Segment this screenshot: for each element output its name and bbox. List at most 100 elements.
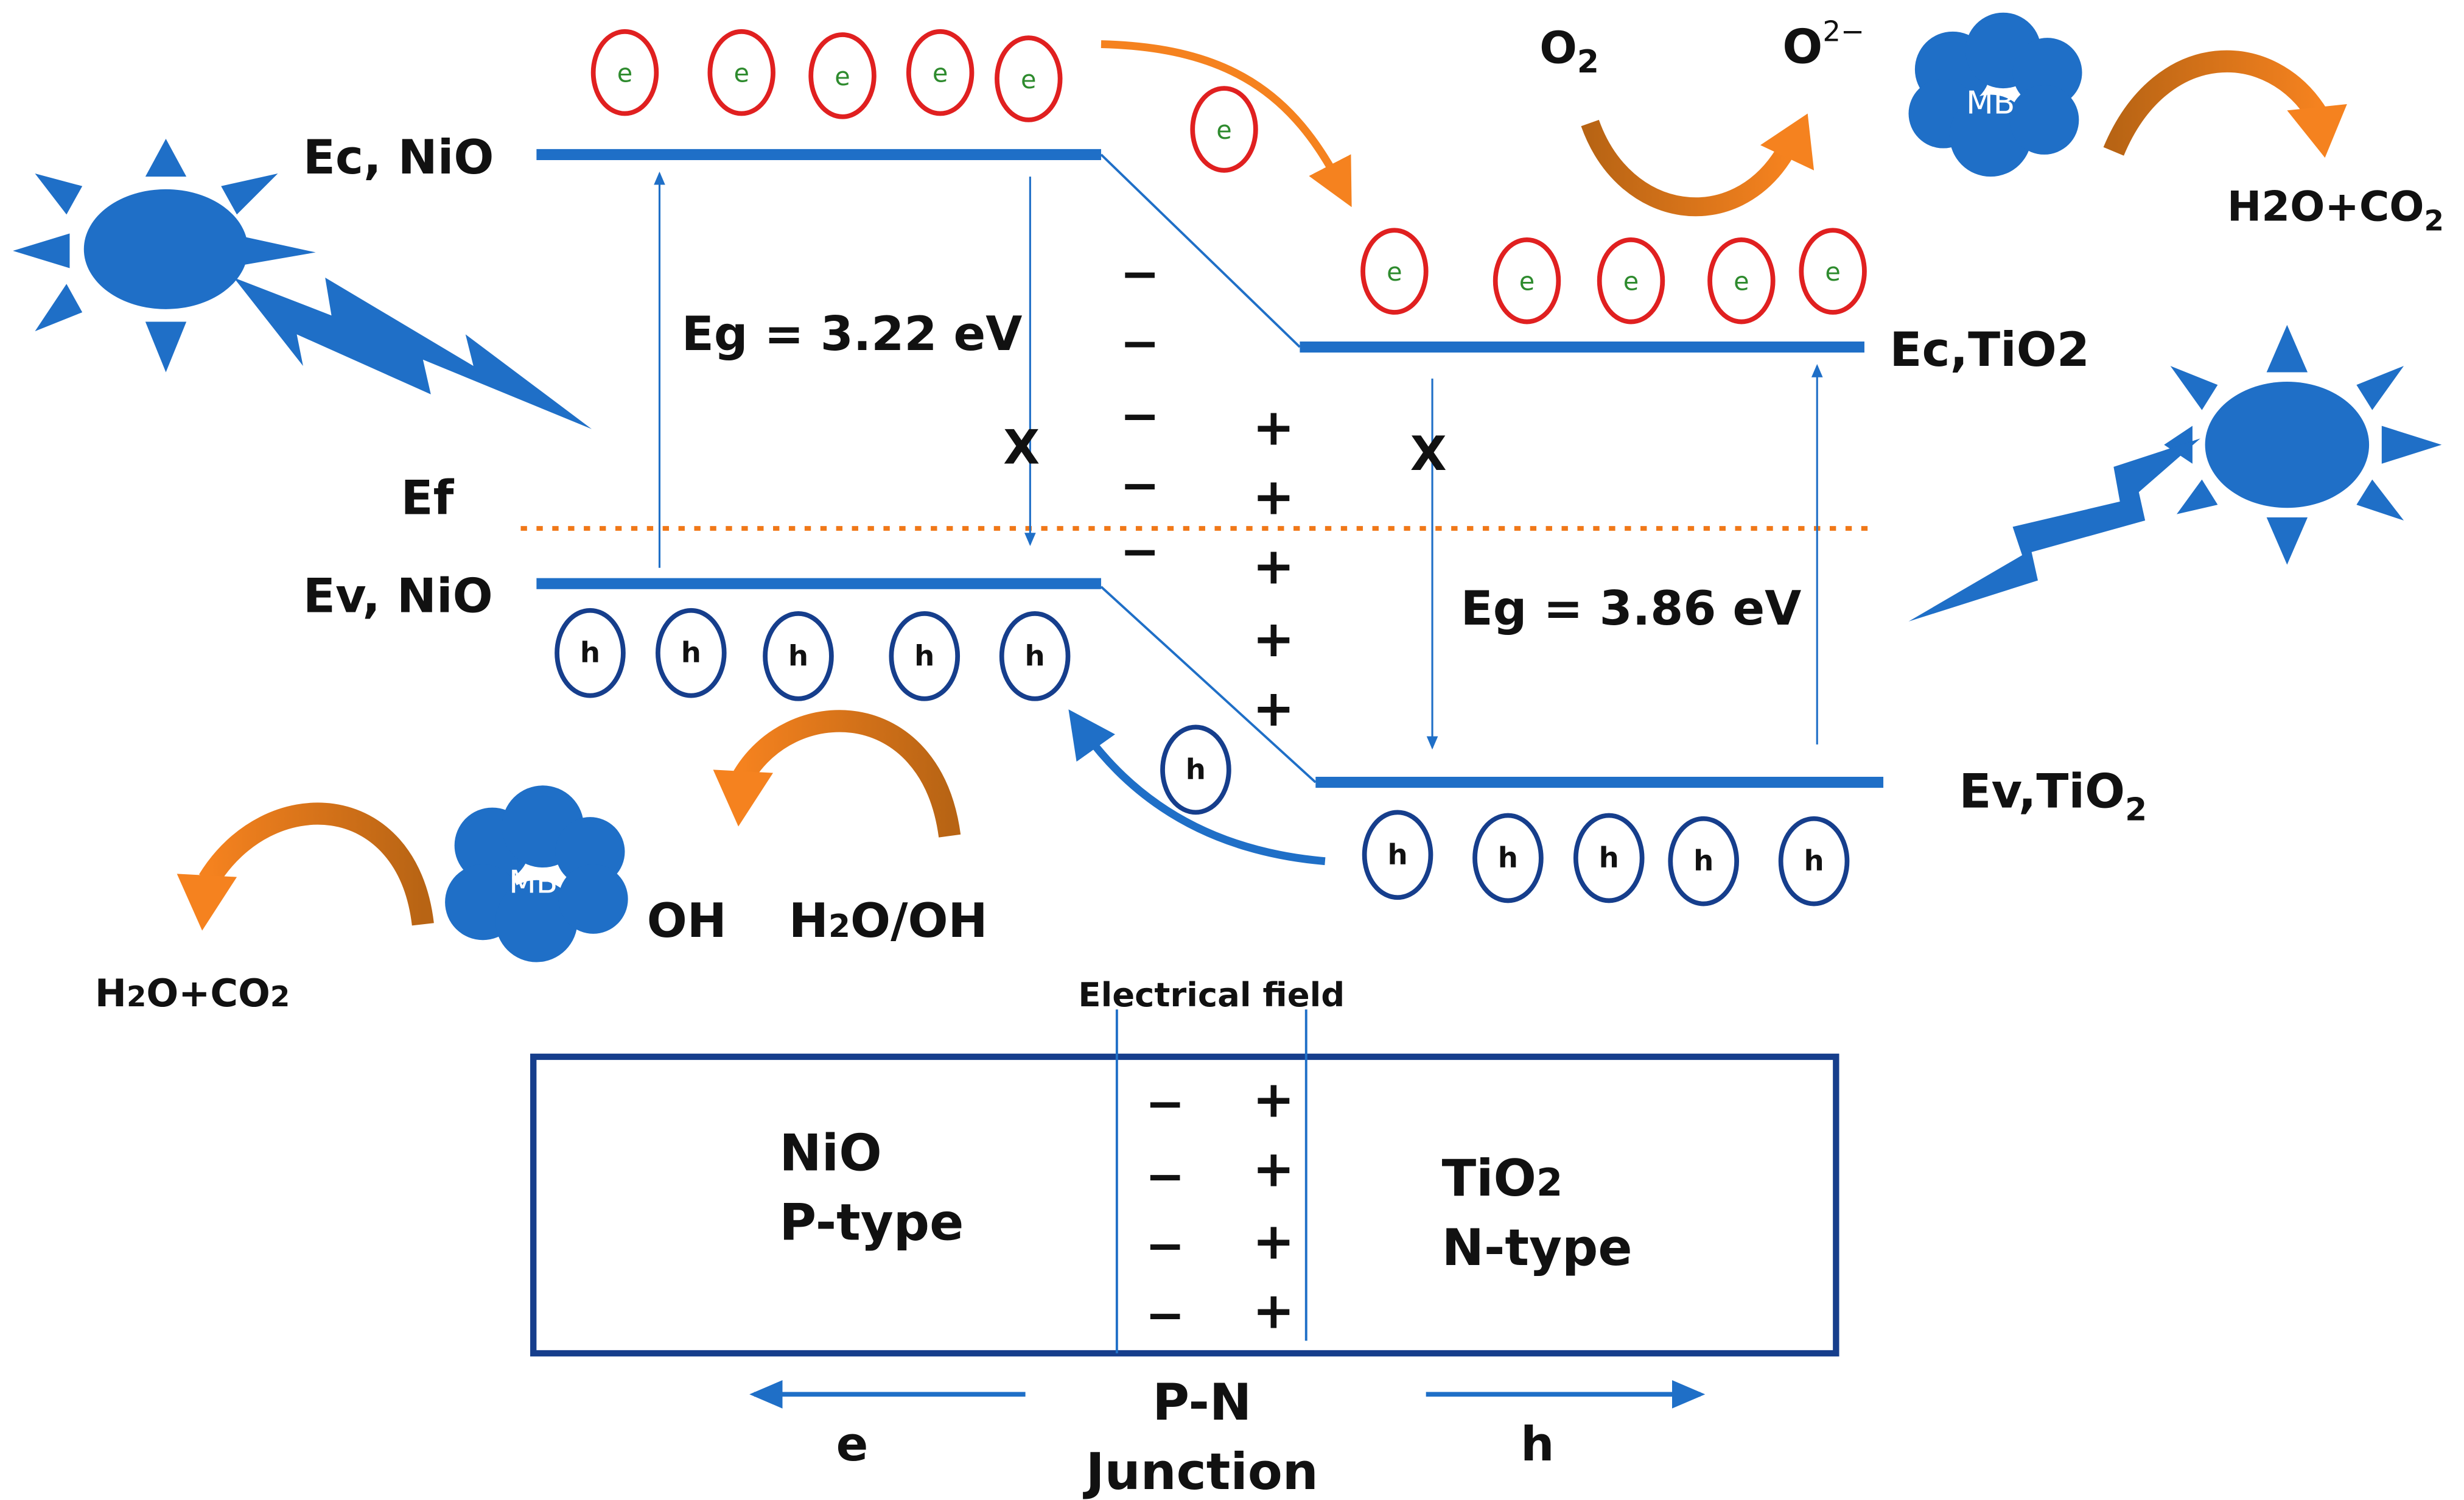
cross-mark-tio2: X: [1410, 427, 1447, 482]
oxygen-label: O2: [1539, 23, 1599, 81]
nio-name-label: NiO: [779, 1123, 881, 1182]
electrons-nio: e e e e e: [590, 29, 1063, 122]
lightning-bolt-icon-left: [233, 278, 592, 429]
ev-tio2-label: Ev,TiO2: [1959, 765, 2147, 829]
svg-text:e: e: [1623, 267, 1639, 296]
svg-text:−: −: [1120, 247, 1160, 302]
svg-text:e: e: [733, 59, 749, 88]
svg-text:h: h: [1186, 753, 1206, 786]
cloud-blob-icon-mb-right: MB: [1908, 12, 2082, 177]
hole-icon-transfer: h: [1160, 724, 1231, 815]
electron-icon: e: [1597, 237, 1665, 324]
svg-text:MB: MB: [509, 864, 558, 900]
svg-text:h: h: [1498, 841, 1518, 874]
electron-icon: e: [1799, 228, 1867, 315]
ec-tio2-label: Ec,TiO2: [1889, 323, 2089, 377]
depletion-negative-charges: − − − − −: [1120, 247, 1160, 580]
svg-text:h: h: [1025, 639, 1045, 672]
hole-icon: h: [889, 611, 961, 701]
hole-icon: h: [999, 611, 1071, 701]
svg-text:h: h: [681, 636, 701, 669]
sun-icon-left: [13, 139, 316, 373]
junction-negative-charges: − − − −: [1145, 1077, 1185, 1343]
electrons-tio2: e e e e e: [1360, 228, 1867, 324]
cloud-blob-icon-mb-left: MB: [445, 785, 628, 962]
svg-text:h: h: [914, 639, 934, 672]
svg-text:+: +: [1253, 679, 1295, 738]
curved-arrow-head-oxygen: [1760, 113, 1815, 170]
electron-icon: e: [808, 32, 877, 119]
svg-text:h: h: [1599, 841, 1619, 874]
ec-nio-label: Ec, NiO: [303, 130, 494, 185]
svg-text:−: −: [1145, 1288, 1185, 1343]
svg-text:+: +: [1253, 609, 1295, 668]
svg-text:−: −: [1145, 1219, 1185, 1274]
hole-icon: h: [555, 608, 626, 698]
svg-text:+: +: [1253, 1070, 1295, 1129]
hole-transfer-arrow: [1068, 709, 1326, 866]
electron-icon: e: [906, 29, 975, 116]
curved-arrow-head-oh: [713, 769, 774, 827]
pn-junction-label-line1: P-N: [1152, 1373, 1251, 1432]
svg-text:+: +: [1253, 468, 1295, 527]
sun-icon-right: [2164, 324, 2442, 565]
eg-nio-label: Eg = 3.22 eV: [682, 307, 1023, 362]
tio2-name-label: TiO2: [1442, 1149, 1563, 1208]
svg-text:−: −: [1120, 525, 1160, 580]
svg-text:MB: MB: [1966, 85, 2015, 122]
degradation-products-left: H2O+CO2: [95, 971, 290, 1015]
curved-arrow-head-mb-left: [177, 874, 237, 931]
nio-type-label: P-type: [779, 1193, 964, 1252]
electron-icon: e: [1707, 237, 1776, 324]
electron-icon-transfer: e: [1190, 86, 1258, 173]
holes-tio2: h h h h h: [1362, 810, 1850, 906]
svg-text:+: +: [1253, 537, 1295, 596]
curved-arrow-icon-oxygen: [1581, 119, 1794, 217]
eg-tio2-label: Eg = 3.86 eV: [1461, 581, 1802, 636]
electron-icon: e: [707, 29, 775, 116]
svg-text:−: −: [1120, 389, 1160, 444]
hole-icon: h: [656, 608, 727, 698]
hole-direction-label: h: [1521, 1417, 1554, 1472]
hydroxyl-label: OH: [647, 894, 727, 948]
hole-icon: h: [1778, 816, 1850, 906]
svg-text:h: h: [580, 636, 600, 669]
svg-text:e: e: [835, 62, 850, 91]
cross-mark-nio: X: [1003, 421, 1040, 475]
svg-text:e: e: [1216, 116, 1232, 145]
junction-box: [530, 1053, 1839, 1357]
electron-icon: e: [1493, 237, 1561, 324]
svg-text:−: −: [1120, 317, 1160, 371]
tio2-type-label: N-type: [1442, 1218, 1633, 1277]
svg-text:h: h: [1693, 844, 1713, 877]
hole-icon: h: [1472, 813, 1544, 903]
holes-nio: h h h h h: [555, 608, 1071, 701]
svg-text:−: −: [1145, 1077, 1185, 1132]
svg-text:−: −: [1145, 1149, 1185, 1204]
band-bend-lower: [1100, 586, 1317, 783]
band-bend-upper: [1100, 153, 1301, 348]
electron-transfer-arrow: [1101, 40, 1352, 208]
svg-text:+: +: [1253, 398, 1295, 457]
svg-text:e: e: [617, 59, 633, 88]
electron-icon: e: [995, 35, 1063, 122]
pn-junction-label-line2: Junction: [1083, 1442, 1318, 1500]
hole-icon: h: [1362, 810, 1433, 900]
electron-icon: e: [1360, 228, 1429, 315]
svg-text:h: h: [1387, 838, 1407, 871]
curved-arrow-icon-mb-right: [2103, 50, 2328, 156]
svg-text:h: h: [1804, 844, 1824, 877]
lightning-bolt-icon-right: [1908, 438, 2200, 622]
svg-text:−: −: [1120, 458, 1160, 513]
depletion-positive-charges: + + + + +: [1253, 398, 1295, 738]
svg-text:e: e: [1387, 258, 1402, 287]
electron-icon: e: [590, 29, 659, 116]
svg-text:+: +: [1253, 1281, 1295, 1341]
electrical-field-label: Electrical field: [1078, 975, 1345, 1014]
svg-text:e: e: [933, 59, 948, 88]
svg-text:e: e: [1519, 267, 1535, 296]
svg-text:+: +: [1253, 1139, 1295, 1198]
degradation-products-right: H2O+CO2: [2227, 183, 2444, 237]
superoxide-label: O2−: [1782, 15, 1864, 74]
svg-text:h: h: [788, 639, 808, 672]
